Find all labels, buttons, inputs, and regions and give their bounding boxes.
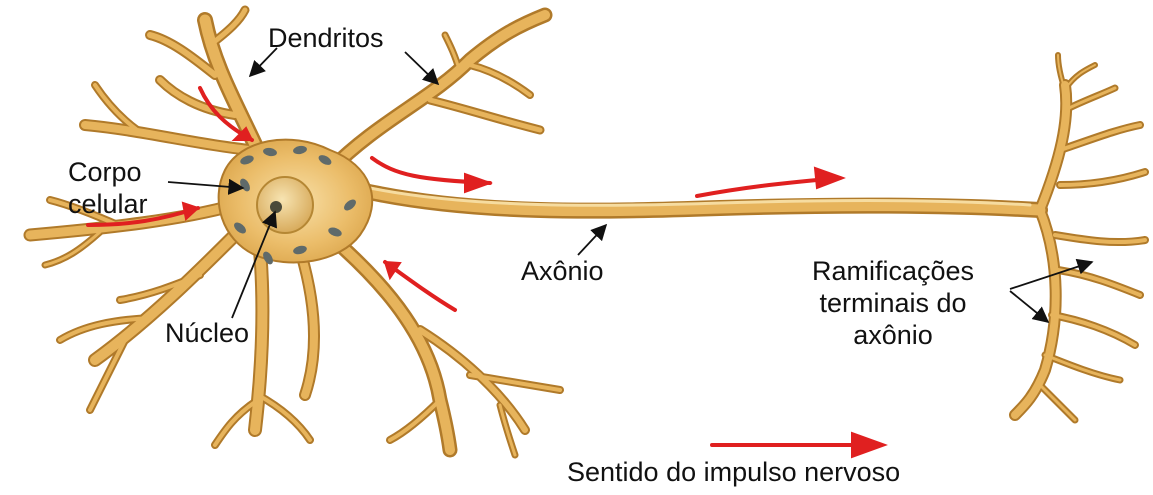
nucleus [257,177,313,233]
neuron-body [30,10,1145,455]
label-ramificacoes-line2: terminais do [788,288,998,319]
legend-text: Sentido do impulso nervoso [567,457,900,488]
label-ramificacoes-line1: Ramificações [788,256,998,287]
impulse-arrow-axon [697,168,843,196]
impulse-arrow-legend [712,433,885,457]
label-corpo-celular-line1: Corpo [68,157,142,188]
label-dendritos: Dendritos [268,23,384,54]
label-corpo-celular-line2: celular [68,189,148,220]
label-nucleo: Núcleo [165,318,249,349]
pointer-dendritos-right [405,52,438,84]
label-axonio: Axônio [521,256,604,287]
pointer-ramificacoes-lower [1010,291,1048,322]
pointer-axonio [578,225,606,255]
label-ramificacoes-line3: axônio [788,320,998,351]
impulse-arrow-soma [372,158,490,192]
